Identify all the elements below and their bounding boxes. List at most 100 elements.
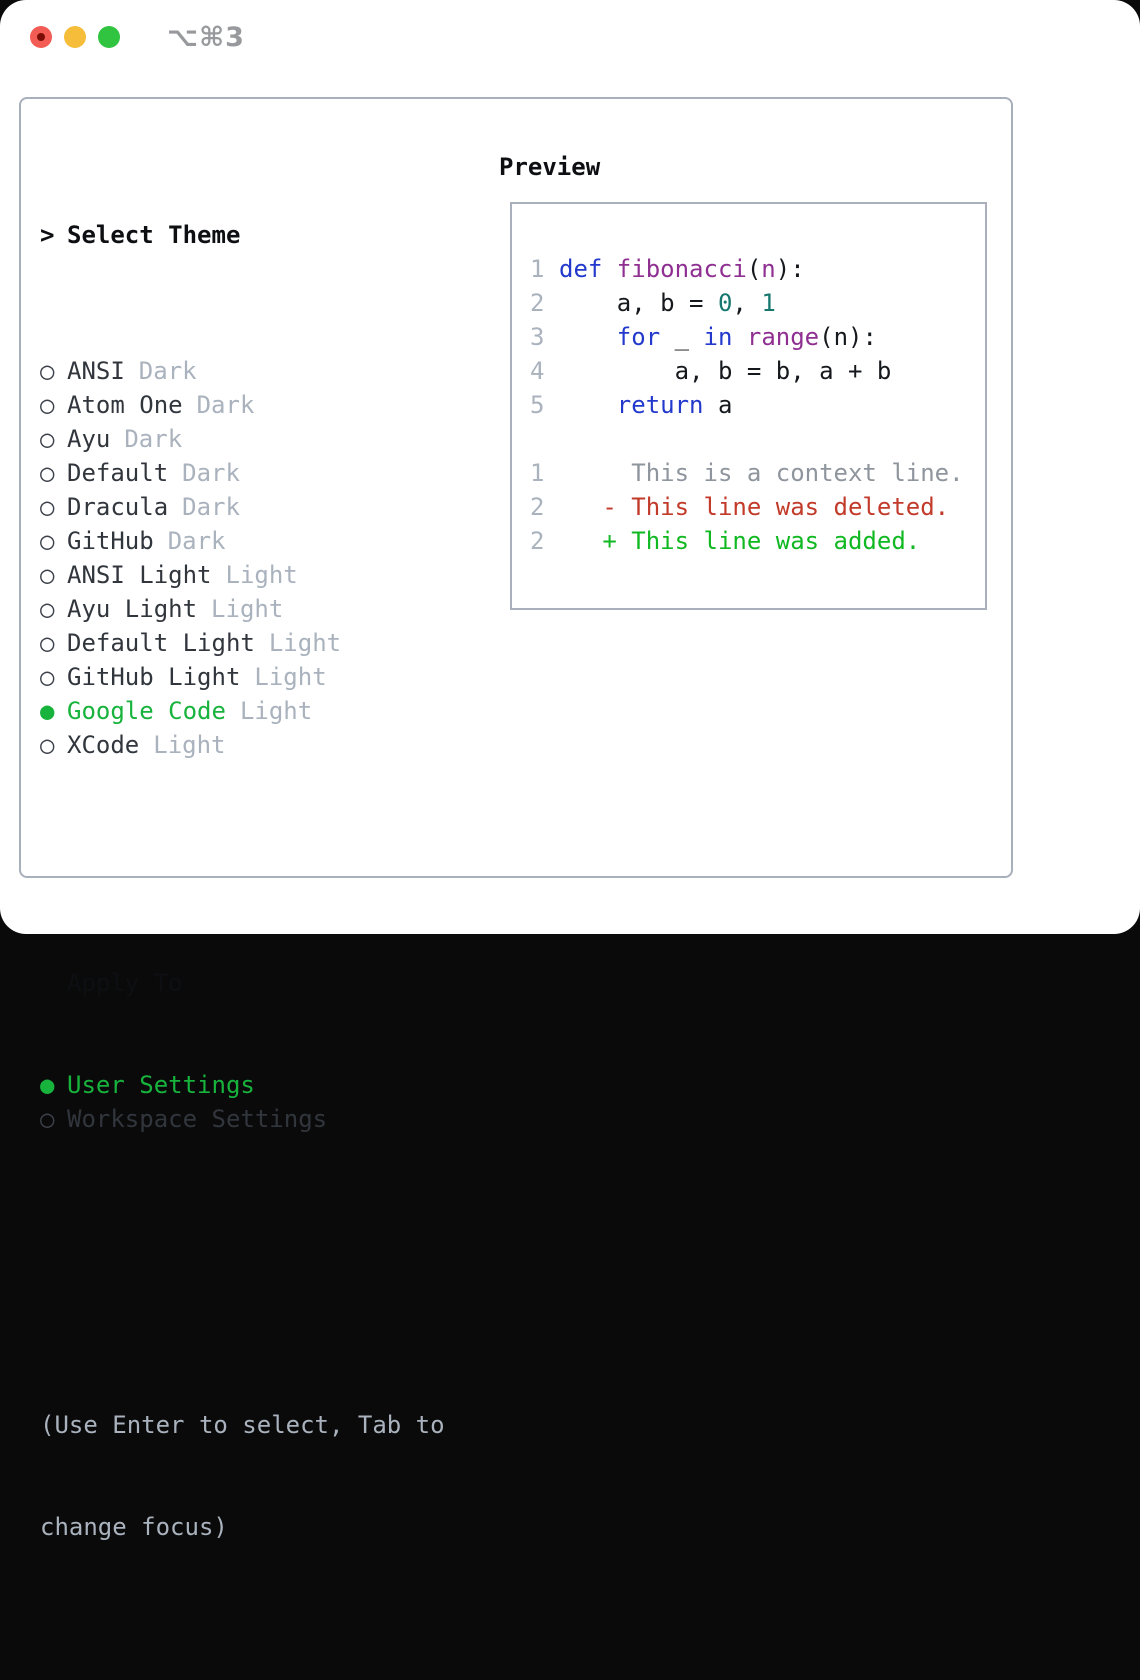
- radio-unselected-icon: ○: [40, 422, 67, 456]
- code-token-del: - This line was deleted.: [559, 493, 949, 521]
- apply-option-workspace-settings[interactable]: ○Workspace Settings: [40, 1102, 445, 1136]
- code-line: 2 a, b = 0, 1: [530, 286, 964, 320]
- code-token-pl: (: [747, 255, 761, 283]
- theme-option-label: Ayu Light: [67, 595, 197, 623]
- line-number: 5: [530, 388, 559, 422]
- line-number: 2: [530, 490, 559, 524]
- code-line: 4 a, b = b, a + b: [530, 354, 964, 388]
- selection-prompt-icon: >: [40, 218, 67, 252]
- apply-to-heading: Apply To: [67, 966, 445, 1000]
- theme-option-default[interactable]: ○Default Dark: [40, 456, 445, 490]
- zoom-button[interactable]: [98, 26, 120, 48]
- close-button[interactable]: [30, 26, 52, 48]
- line-number: 1: [530, 252, 559, 286]
- theme-variant-label: Dark: [197, 391, 255, 419]
- apply-option-label: User Settings: [67, 1071, 255, 1099]
- theme-variant-label: Light: [269, 629, 341, 657]
- apply-to-options: ●User Settings○Workspace Settings: [40, 1068, 445, 1136]
- code-token-pl: a, b =: [559, 289, 718, 317]
- theme-variant-label: Light: [153, 731, 225, 759]
- theme-option-label: Default Light: [67, 629, 255, 657]
- theme-variant-label: Light: [211, 595, 283, 623]
- code-token-kw: for: [617, 323, 660, 351]
- theme-variant-label: Dark: [139, 357, 197, 385]
- traffic-lights: [30, 26, 120, 48]
- theme-option-dracula[interactable]: ○Dracula Dark: [40, 490, 445, 524]
- apply-to-section: Apply To ●User Settings○Workspace Settin…: [40, 898, 445, 1204]
- code-line: 3 for _ in range(n):: [530, 320, 964, 354]
- apply-option-user-settings[interactable]: ●User Settings: [40, 1068, 445, 1102]
- code-token-pl: _: [660, 323, 703, 351]
- radio-selected-icon: ●: [40, 1068, 67, 1102]
- code-token-kw: return: [617, 391, 704, 419]
- theme-variant-label: Light: [240, 697, 312, 725]
- code-line: 5 return a: [530, 388, 964, 422]
- theme-option-xcode[interactable]: ○XCode Light: [40, 728, 445, 762]
- code-token-fn: n: [761, 255, 775, 283]
- theme-option-label: Google Code: [67, 697, 226, 725]
- theme-variant-label: Dark: [168, 527, 226, 555]
- code-diff-gap: [530, 422, 964, 456]
- theme-option-ayu[interactable]: ○Ayu Dark: [40, 422, 445, 456]
- code-token-pl: [732, 323, 746, 351]
- radio-unselected-icon: ○: [40, 354, 67, 388]
- radio-unselected-icon: ○: [40, 558, 67, 592]
- hint-line-1: (Use Enter to select, Tab to: [40, 1408, 445, 1442]
- window-title: ⌥⌘3: [167, 22, 245, 53]
- code-token-kw: in: [704, 323, 733, 351]
- theme-option-label: GitHub: [67, 527, 154, 555]
- radio-unselected-icon: ○: [40, 592, 67, 626]
- hint-line-2: change focus): [40, 1510, 445, 1544]
- code-token-pl: a, b = b, a + b: [559, 357, 891, 385]
- close-dot-icon: [37, 33, 45, 41]
- theme-option-label: XCode: [67, 731, 139, 759]
- theme-option-ansi-light[interactable]: ○ANSI Light Light: [40, 558, 445, 592]
- theme-option-label: ANSI Light: [67, 561, 212, 589]
- minimize-button[interactable]: [64, 26, 86, 48]
- theme-option-google-code[interactable]: ●Google Code Light: [40, 694, 445, 728]
- theme-variant-label: Dark: [124, 425, 182, 453]
- preview-heading: Preview: [499, 150, 600, 184]
- radio-unselected-icon: ○: [40, 524, 67, 558]
- code-token-fn: fibonacci: [617, 255, 747, 283]
- line-number: 3: [530, 320, 559, 354]
- radio-selected-icon: ●: [40, 694, 67, 728]
- theme-option-github[interactable]: ○GitHub Dark: [40, 524, 445, 558]
- code-token-num: 1: [761, 289, 775, 317]
- radio-unselected-icon: ○: [40, 1102, 67, 1136]
- diff-line: 2 - This line was deleted.: [530, 490, 964, 524]
- radio-unselected-icon: ○: [40, 728, 67, 762]
- code-token-num: 0: [718, 289, 732, 317]
- line-number: 4: [530, 354, 559, 388]
- theme-variant-label: Light: [226, 561, 298, 589]
- select-theme-heading: >Select Theme: [40, 218, 445, 252]
- theme-option-label: GitHub Light: [67, 663, 240, 691]
- code-token-ctx: This is a context line.: [559, 459, 964, 487]
- diff-line: 1 This is a context line.: [530, 456, 964, 490]
- radio-unselected-icon: ○: [40, 660, 67, 694]
- code-token-pl: [559, 391, 617, 419]
- theme-option-label: Dracula: [67, 493, 168, 521]
- code-token-pl: ):: [776, 255, 805, 283]
- theme-option-label: Default: [67, 459, 168, 487]
- theme-variant-label: Dark: [182, 493, 240, 521]
- select-theme-label: Select Theme: [67, 221, 240, 249]
- radio-unselected-icon: ○: [40, 456, 67, 490]
- code-token-fn: range: [747, 323, 819, 351]
- theme-variant-label: Dark: [182, 459, 240, 487]
- code-token-kw: def: [559, 255, 617, 283]
- radio-unselected-icon: ○: [40, 388, 67, 422]
- radio-unselected-icon: ○: [40, 490, 67, 524]
- code-token-pl: a: [704, 391, 733, 419]
- theme-option-label: Ayu: [67, 425, 110, 453]
- theme-option-ayu-light[interactable]: ○Ayu Light Light: [40, 592, 445, 626]
